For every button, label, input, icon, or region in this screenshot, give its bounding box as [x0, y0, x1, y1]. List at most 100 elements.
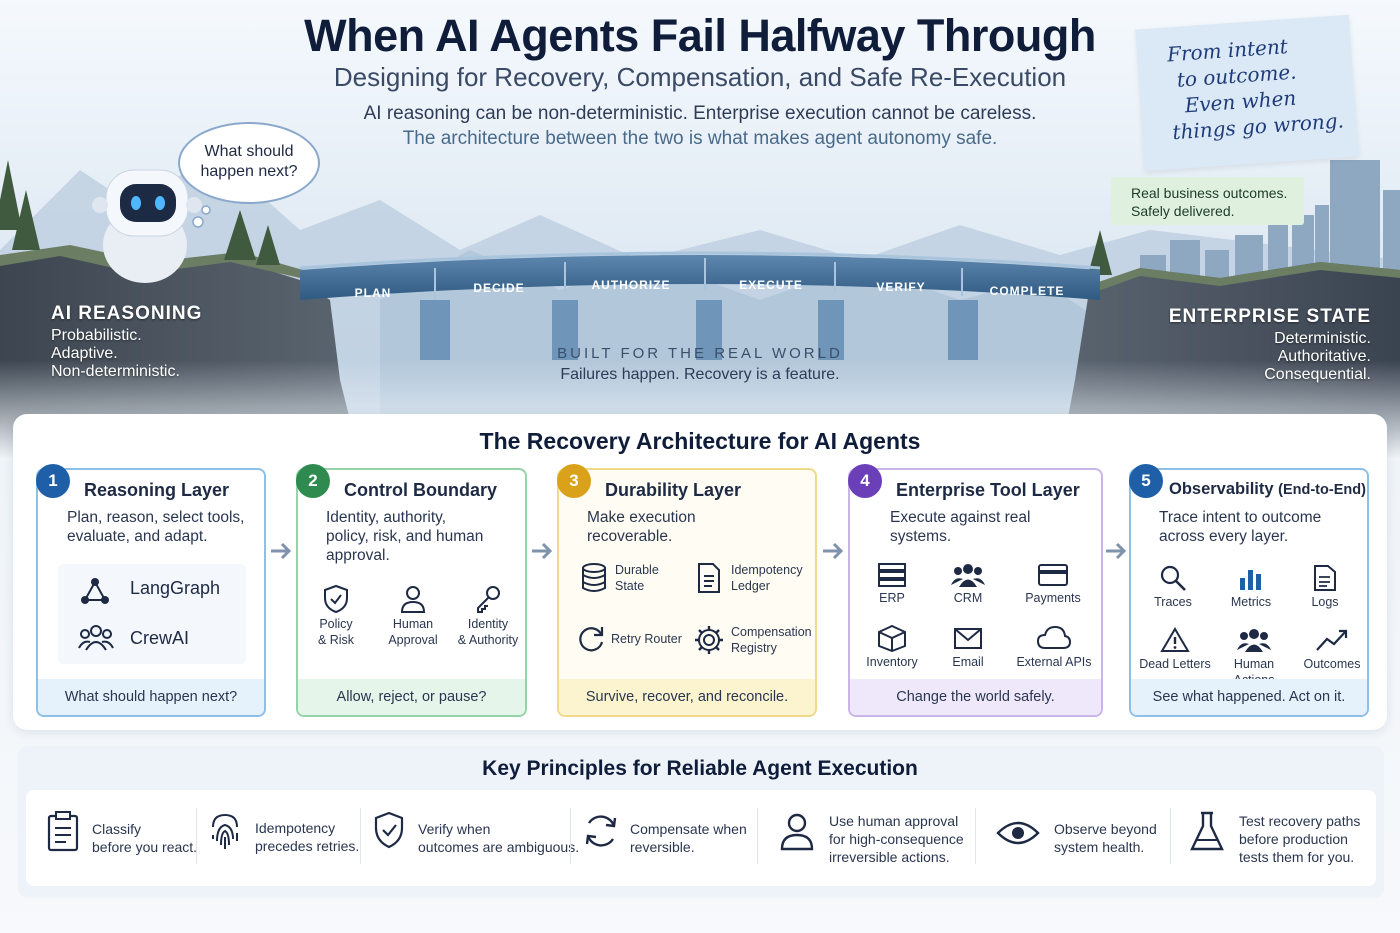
card-description: Identity, authority,policy, risk, and hu… — [326, 508, 483, 565]
mail-icon — [954, 628, 982, 649]
item-label: Logs — [1311, 595, 1339, 609]
principles-title: Key Principles for Reliable Agent Execut… — [482, 757, 918, 780]
left-side-line: Probabilistic. — [51, 327, 142, 344]
desc-line: Plan, reason, select tools, — [67, 509, 245, 526]
principle-line: Test recovery paths — [1239, 813, 1361, 829]
obs-dead-letters: Dead Letters — [1135, 626, 1215, 672]
divider — [570, 808, 571, 864]
bridge-step-plan: PLAN — [354, 286, 392, 300]
desc-line: Execute against real — [890, 509, 1031, 526]
card-enterprise-tool-layer: 4 Enterprise Tool Layer Execute against … — [848, 464, 1103, 717]
card-icon — [1038, 564, 1068, 586]
tool-inventory: Inventory — [856, 624, 928, 670]
eye-icon — [996, 821, 1040, 845]
fingerprint-icon — [212, 813, 238, 849]
divider — [360, 808, 361, 864]
item-label: Approval — [388, 633, 438, 647]
card-description: Plan, reason, select tools, evaluate, and… — [67, 508, 245, 546]
card-footer: Survive, recover, and reconcile. — [559, 679, 815, 715]
log-icon — [1314, 565, 1336, 591]
divider — [196, 808, 197, 864]
item-label: Ledger — [731, 579, 770, 593]
warning-icon — [1160, 627, 1190, 652]
left-side-line: Adaptive. — [51, 345, 118, 362]
outcome-line: Real business outcomes. — [1131, 185, 1288, 201]
right-side-line: Authoritative. — [1277, 348, 1371, 365]
item-label: Identity — [467, 617, 509, 631]
card-title-suffix: (End-to-End) — [1278, 482, 1366, 498]
item-label: Registry — [731, 641, 777, 655]
group-icon — [1237, 629, 1271, 652]
clipboard-icon — [47, 811, 79, 852]
right-side-title: ENTERPRISE STATE — [1168, 306, 1371, 327]
right-side-line: Consequential. — [1264, 366, 1371, 383]
bubble-line: happen next? — [200, 163, 298, 180]
card-title: Enterprise Tool Layer — [896, 480, 1080, 500]
tool-erp: ERP — [862, 562, 922, 606]
card-title: Observability (End-to-End) — [1169, 480, 1366, 499]
card-reasoning-layer: 1 Reasoning Layer Plan, reason, select t… — [36, 464, 266, 717]
card-footer: Allow, reject, or pause? — [298, 679, 525, 715]
item-label: Email — [952, 655, 984, 669]
card-title: Control Boundary — [344, 480, 497, 500]
step-number-badge: 2 — [296, 464, 330, 498]
robot-icon — [92, 169, 202, 283]
card-title: Durability Layer — [605, 480, 742, 500]
cloud-icon — [1036, 625, 1072, 649]
framework-langgraph: LangGraph — [130, 578, 221, 598]
card-observability: 5 Observability (End-to-End) Trace inten… — [1129, 464, 1369, 717]
principles-row — [26, 790, 1376, 886]
item-label: Payments — [1025, 591, 1081, 605]
item-label: External APIs — [1016, 655, 1092, 669]
principle-line: precedes retries. — [255, 838, 360, 854]
item-label: Compensation — [731, 625, 812, 639]
right-side-line: Deterministic. — [1274, 330, 1371, 347]
item-policy-risk: Policy& Risk — [304, 584, 368, 648]
tagline-secondary: The architecture between the two is what… — [402, 128, 998, 149]
tool-external-apis: External APIs — [1010, 624, 1098, 670]
item-label: & Authority — [457, 633, 519, 647]
bridge-step-authorize: AUTHORIZE — [591, 278, 671, 292]
step-number-badge: 1 — [36, 464, 70, 498]
server-icon — [878, 563, 906, 587]
arrow-right-icon — [271, 542, 292, 560]
desc-line: across every layer. — [1159, 528, 1289, 545]
person-icon — [400, 586, 426, 613]
group-icon — [951, 564, 985, 587]
step-number-badge: 3 — [557, 464, 591, 498]
item-identity-authority: Identity & Authority — [450, 584, 526, 648]
divider — [757, 808, 758, 864]
principle-line: outcomes are ambiguous. — [418, 839, 580, 855]
step-number-badge: 4 — [848, 464, 882, 498]
desc-line: Make execution — [587, 509, 696, 526]
sticky-note: From intent to outcome. Even when things… — [1135, 14, 1359, 172]
card-title: Reasoning Layer — [84, 480, 230, 500]
divider — [975, 808, 976, 864]
trend-icon — [1316, 629, 1348, 651]
principle-line: Compensate when — [630, 821, 747, 837]
outcome-label: Real business outcomes. Safely delivered… — [1111, 177, 1304, 225]
principle-line: before production — [1239, 831, 1348, 847]
outcome-line: Safely delivered. — [1131, 203, 1235, 219]
framework-crewai: CrewAI — [130, 628, 190, 648]
bridge-step-decide: DECIDE — [473, 281, 525, 295]
page-subtitle: Designing for Recovery, Compensation, an… — [333, 62, 1067, 92]
card-description: Trace intent to outcome across every laye… — [1159, 508, 1321, 546]
desc-line: evaluate, and adapt. — [67, 528, 208, 545]
bars-icon — [1240, 570, 1261, 590]
arrow-right-icon — [532, 542, 553, 560]
page-title: When AI Agents Fail Halfway Through — [304, 10, 1096, 61]
desc-line: Trace intent to outcome — [1159, 509, 1322, 526]
card-control-boundary: 2 Control Boundary Identity, authority,p… — [296, 464, 527, 717]
item-label: Outcomes — [1303, 657, 1361, 671]
principle-line: Observe beyond — [1054, 821, 1157, 837]
